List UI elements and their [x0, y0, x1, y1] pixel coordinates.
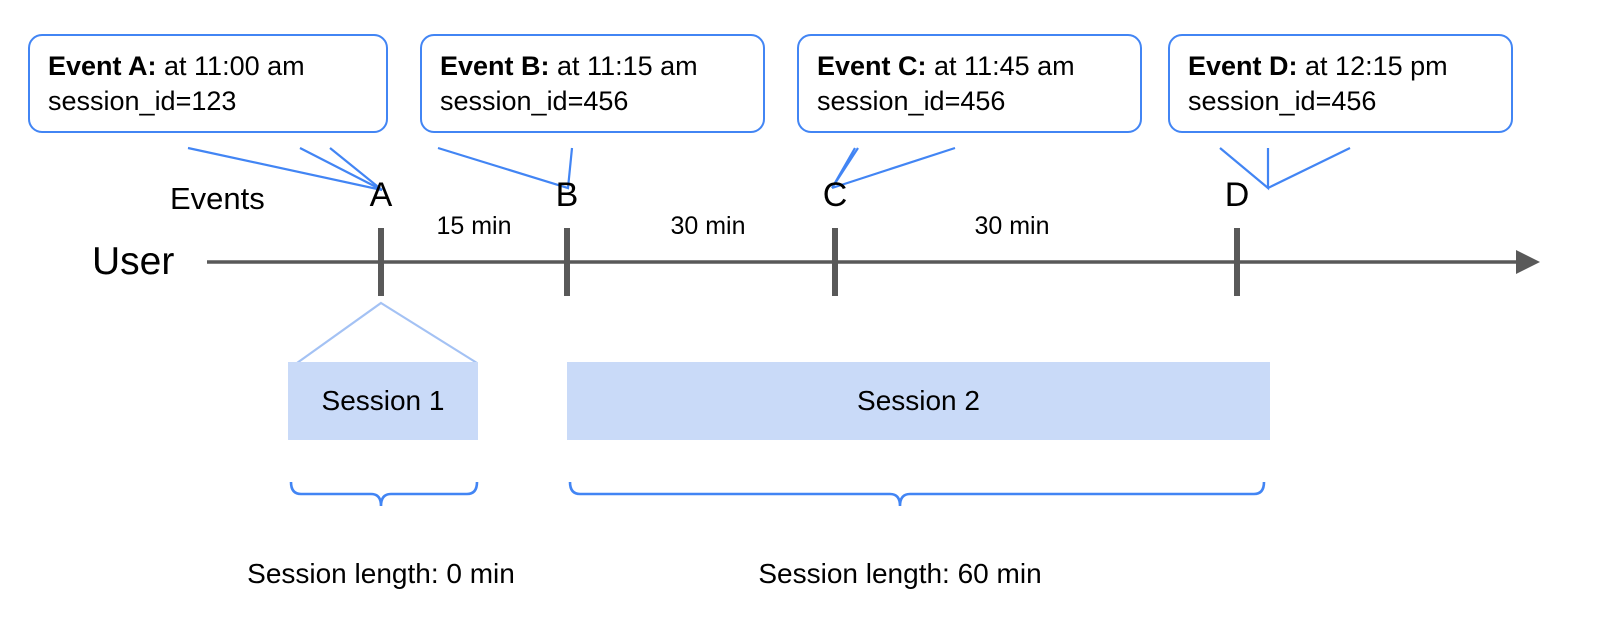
session-bar-1: Session 1	[288, 362, 478, 440]
callout-c-tail-2	[831, 146, 956, 190]
event-letter-d: D	[1224, 176, 1250, 214]
gap-label-b-c: 30 min	[670, 212, 746, 240]
gap-label-c-d: 30 min	[974, 212, 1050, 240]
callout-event-c: Event C: at 11:45 am session_id=456	[797, 34, 1142, 134]
callout-event-d: Event D: at 12:15 pm session_id=456	[1168, 34, 1513, 134]
callout-a-rest: at 11:00 am	[156, 51, 305, 81]
callout-b-bold: Event B:	[440, 51, 550, 81]
callout-c-bold: Event C:	[817, 51, 927, 81]
callout-event-a: Event A: at 11:00 am session_id=123	[28, 34, 388, 134]
event-letter-c: C	[822, 176, 848, 214]
session-2-brace	[568, 481, 1266, 507]
session-bar-2: Session 2	[567, 362, 1270, 440]
callout-d-tail-2	[1267, 147, 1351, 189]
callout-b-rest: at 11:15 am	[549, 51, 698, 81]
callout-b-line2: session_id=456	[440, 85, 629, 116]
callout-a-line2: session_id=123	[48, 85, 237, 116]
callout-d-bold: Event D:	[1188, 51, 1298, 81]
session-1-label: Session 1	[321, 385, 445, 416]
callout-a-bold: Event A:	[48, 51, 157, 81]
session-1-length-label: Session length: 0 min	[247, 558, 515, 589]
session-1-funnel	[296, 301, 478, 364]
callout-b-tail	[437, 146, 574, 190]
user-row-label: User	[92, 240, 175, 283]
timeline-arrowhead	[1516, 250, 1540, 274]
callout-c-rest: at 11:45 am	[926, 51, 1075, 81]
callout-event-b: Event B: at 11:15 am session_id=456	[420, 34, 765, 134]
events-row-label: Events	[170, 181, 265, 216]
callout-a-tail-right	[329, 147, 383, 191]
session-1-brace	[289, 481, 479, 507]
gap-label-a-b: 15 min	[436, 212, 512, 240]
callout-c-line2: session_id=456	[817, 85, 1006, 116]
event-letter-a: A	[369, 176, 393, 214]
callout-d-line2: session_id=456	[1188, 85, 1377, 116]
session-2-label: Session 2	[857, 385, 980, 416]
session-2-length-label: Session length: 60 min	[758, 558, 1042, 589]
event-letter-b: B	[555, 176, 579, 214]
callout-d-rest: at 12:15 pm	[1297, 51, 1448, 81]
